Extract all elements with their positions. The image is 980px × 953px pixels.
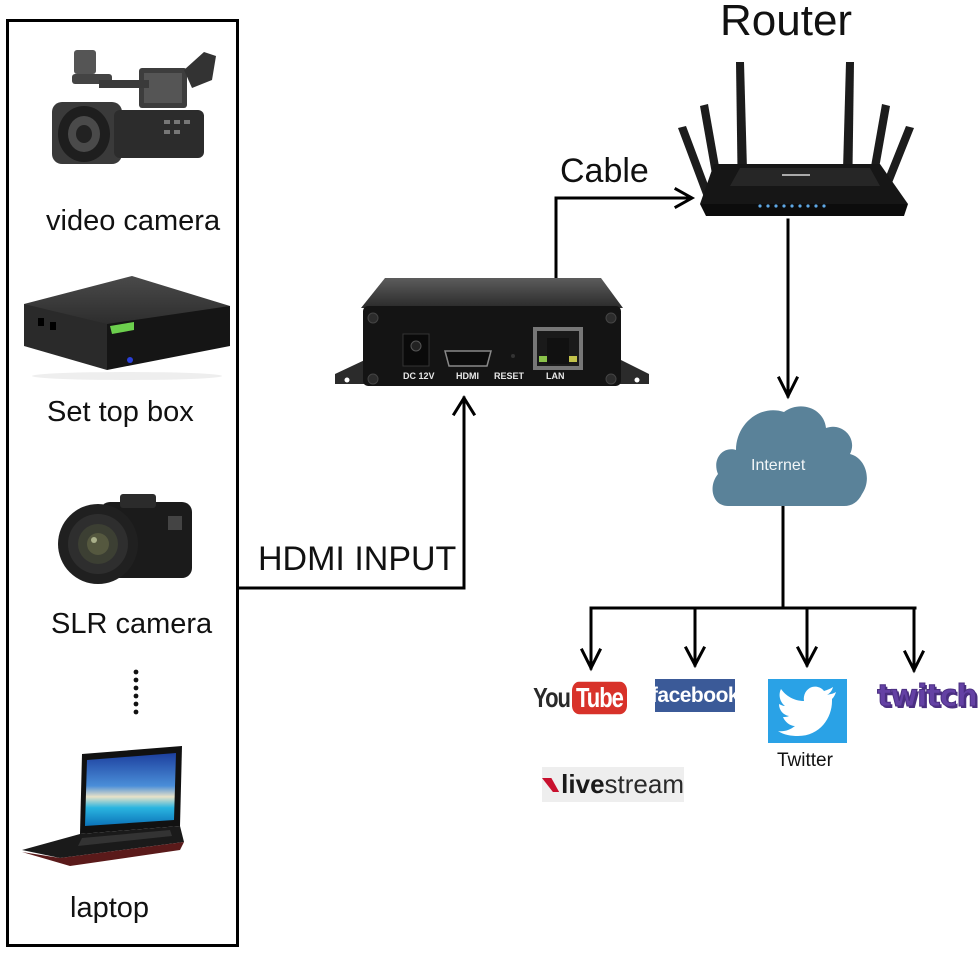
set-top-box-icon — [24, 276, 230, 380]
twitter-bird-icon — [777, 686, 836, 736]
source-label-set-top-box: Set top box — [47, 396, 194, 428]
youtube-logo-tube: Tube — [572, 681, 627, 715]
encoder-port-label-hdmi: HDMI — [456, 371, 479, 381]
livestream-logo-stream: stream — [604, 769, 684, 799]
twitter-logo[interactable] — [768, 679, 847, 743]
twitch-logo-text: twitch — [877, 678, 979, 714]
laptop-icon — [22, 746, 184, 866]
livestream-mark-icon — [542, 777, 560, 792]
cable-label: Cable — [560, 152, 649, 190]
hdmi-input-label: HDMI INPUT — [258, 540, 457, 578]
source-label-laptop: laptop — [70, 892, 150, 924]
source-devices-panel — [6, 19, 239, 947]
arrow-youtube — [579, 647, 603, 672]
ellipsis-vertical-icon — [133, 669, 139, 715]
twitch-logo[interactable]: twitch — [877, 676, 979, 716]
hdmi-encoder-device — [335, 278, 649, 386]
router-to-internet-arrowhead — [776, 375, 800, 400]
internet-label: Internet — [751, 457, 806, 474]
hdmi-arrowhead — [451, 395, 477, 417]
encoder-port-label-lan: LAN — [546, 371, 565, 381]
video-camera-icon — [52, 50, 216, 164]
arrow-twitter — [795, 645, 819, 669]
encoder-port-label-dc: DC 12V — [403, 371, 435, 381]
router-label: Router — [720, 0, 853, 45]
arrow-twitch — [902, 649, 926, 674]
youtube-logo-you: You — [533, 681, 571, 713]
youtube-logo[interactable]: You Tube — [533, 676, 627, 720]
twitter-caption: Twitter — [777, 750, 833, 771]
internet-cloud-icon — [712, 406, 867, 506]
router-icon — [678, 62, 914, 216]
facebook-logo[interactable]: facebook — [651, 679, 740, 712]
hdmi-connector-line — [238, 396, 466, 590]
encoder-port-label-reset: RESET — [494, 371, 525, 381]
cable-arrowhead — [673, 186, 696, 210]
arrow-facebook — [683, 645, 707, 669]
source-label-slr-camera: SLR camera — [51, 608, 213, 640]
source-label-video-camera: video camera — [46, 205, 221, 237]
livestream-logo-live: live — [561, 769, 605, 799]
slr-camera-icon — [58, 494, 192, 584]
